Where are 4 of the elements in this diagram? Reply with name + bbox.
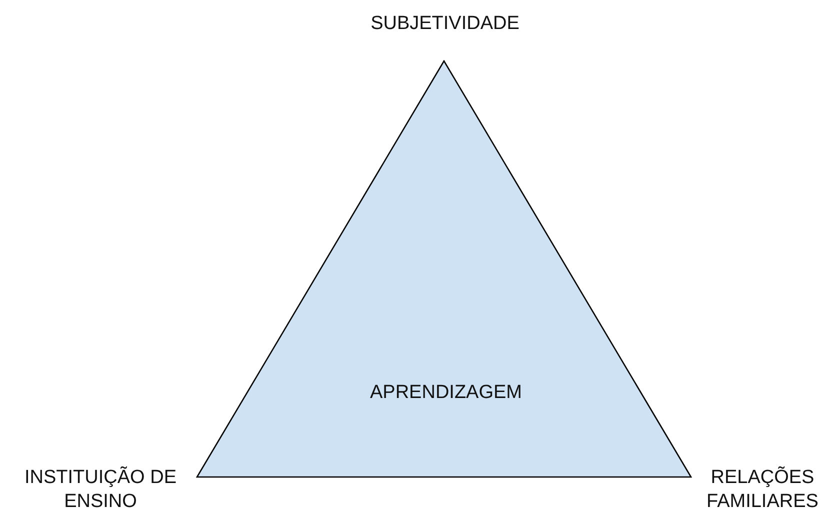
center-label: APRENDIZAGEM [368, 382, 524, 404]
vertex-label: RELAÇÕES FAMILIARES [706, 466, 820, 514]
vertex-label: INSTITUIÇÃO DE ENSINO [23, 466, 178, 514]
vertex-label: SUBJETIVIDADE [370, 12, 520, 36]
